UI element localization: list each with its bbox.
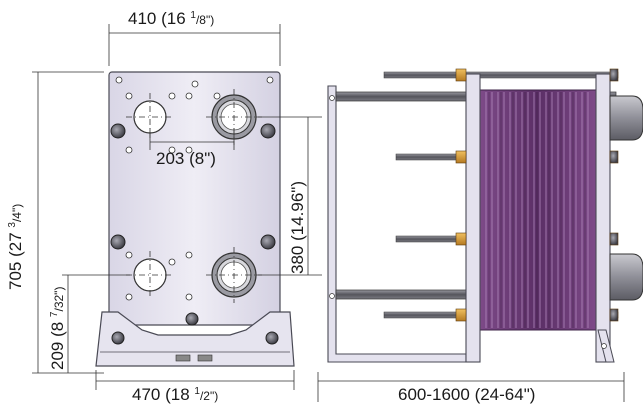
bolt-icon (110, 234, 126, 250)
bolt-icon (185, 312, 199, 326)
corner-hole-icon (266, 76, 274, 84)
bolt-icon (260, 234, 276, 250)
bolt-icon (110, 123, 126, 139)
connection-lower-icon (609, 253, 643, 301)
dim-port-elevation: 209 (8 7/32") (48, 287, 67, 370)
front-dimensions (32, 24, 625, 402)
connection-upper-icon (609, 95, 643, 141)
tie-bolts (110, 123, 276, 326)
plate-lines (485, 92, 589, 328)
nuts (455, 68, 619, 322)
dim-port-height: 380 (14.96") (288, 181, 307, 274)
bolt-icon (260, 123, 276, 139)
dim-overall-height: 705 (27 3/4") (6, 204, 25, 290)
corner-hole-icon (115, 76, 123, 84)
dim-frame-width: 410 (16 1/8") (128, 9, 214, 28)
front-view (95, 71, 295, 367)
dim-length-range: 600-1600 (24-64") (398, 385, 535, 404)
fixed-frame-plate (595, 73, 611, 363)
support-bracket (327, 85, 467, 363)
dim-base-width: 470 (18 1/2") (132, 385, 218, 404)
side-view (327, 68, 643, 363)
dim-port-spacing: 203 (8") (156, 149, 216, 168)
base-foot (95, 311, 295, 367)
pressure-plate (465, 73, 481, 363)
small-holes (125, 80, 221, 301)
plate-pack (479, 89, 597, 331)
